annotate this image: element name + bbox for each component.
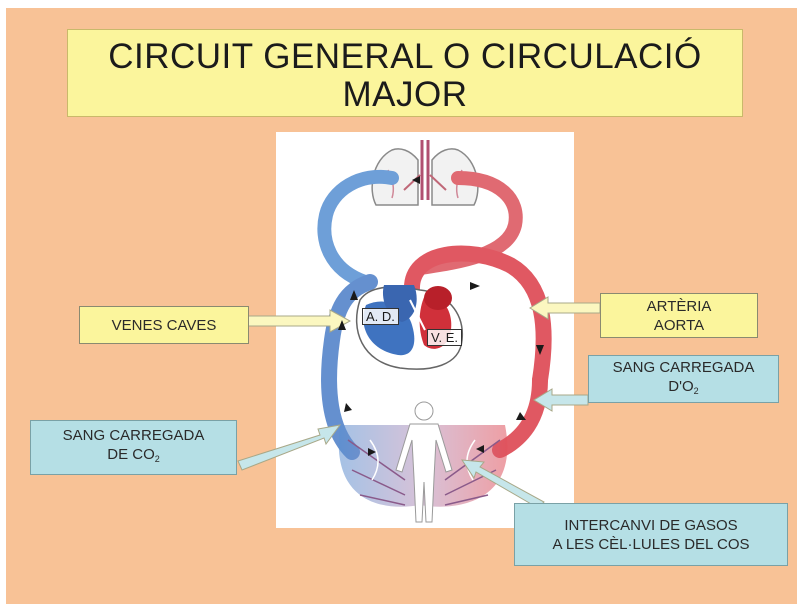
- heart: [357, 285, 463, 369]
- label-venes-caves: VENES CAVES: [79, 306, 249, 344]
- sang-o2-line2: D'O2: [668, 377, 698, 401]
- arteria-text: ARTÈRIA: [647, 297, 712, 316]
- sang-o2-line1: SANG CARREGADA: [613, 358, 755, 377]
- label-arteria-aorta: ARTÈRIA AORTA: [600, 293, 758, 338]
- sang-co2-line2: DE CO2: [107, 445, 160, 469]
- aorta-text: AORTA: [654, 316, 704, 335]
- label-right-atrium: A. D.: [362, 308, 399, 325]
- venes-caves-text: VENES CAVES: [112, 316, 217, 335]
- label-left-ventricle: V. E.: [427, 329, 462, 346]
- label-sang-o2: SANG CARREGADA D'O2: [588, 355, 779, 403]
- gas-line2: A LES CÈL·LULES DEL COS: [552, 535, 749, 554]
- label-sang-co2: SANG CARREGADA DE CO2: [30, 420, 237, 475]
- o2-subscript: 2: [694, 386, 699, 396]
- gas-line1: INTERCANVI DE GASOS: [564, 516, 737, 535]
- co2-subscript: 2: [155, 454, 160, 464]
- sang-co2-line1: SANG CARREGADA: [63, 426, 205, 445]
- label-intercanvi-gasos: INTERCANVI DE GASOS A LES CÈL·LULES DEL …: [514, 503, 788, 566]
